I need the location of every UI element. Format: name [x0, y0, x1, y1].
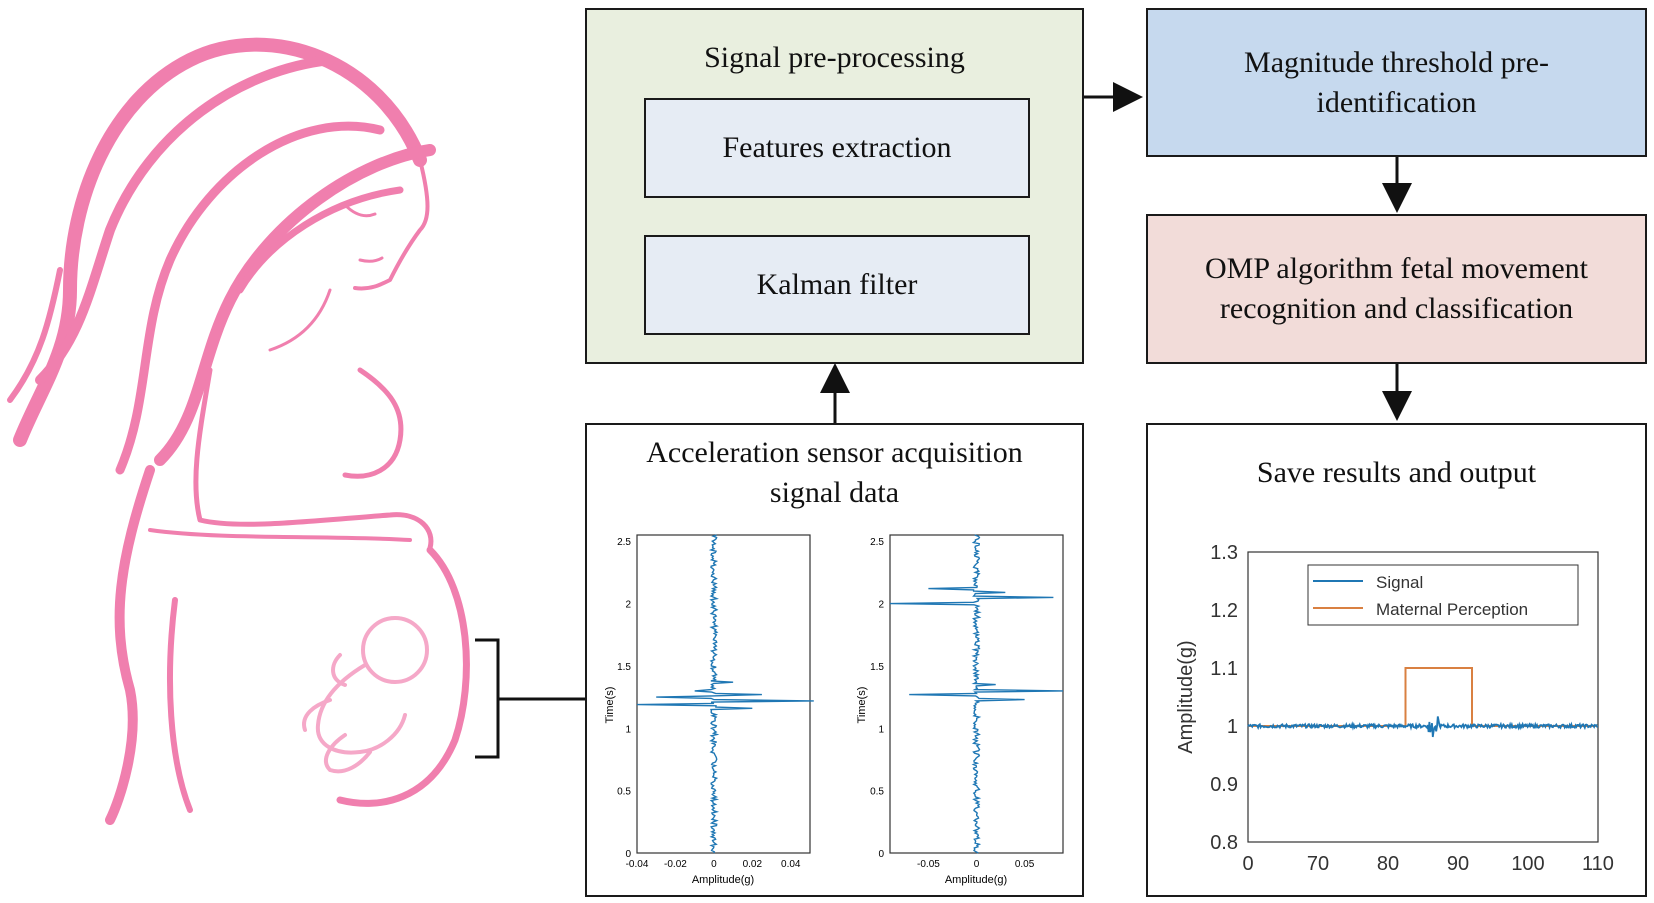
series-signal: [1247, 716, 1599, 738]
acquisition-plots: Time(s) Amplitude(g) -0.04 -0.02 0 0.02 0.04…: [604, 534, 1064, 886]
y-tick-label: 0: [878, 849, 884, 860]
output-title: Save results and output: [1256, 456, 1537, 489]
y-tick-label: 1.3: [1210, 542, 1238, 564]
plot-right-signal: [889, 534, 1064, 854]
y-tick-label: 0.5: [870, 787, 884, 798]
y-tick-label: 2: [625, 600, 631, 611]
x-tick-label: 0: [974, 859, 980, 870]
y-tick-label: 1.5: [617, 662, 631, 673]
plot-left-xlabel: Amplitude(g): [692, 874, 754, 886]
breast-outline: [342, 367, 404, 479]
y-tick-label: 0.9: [1210, 774, 1238, 796]
threshold-title: Magnitude threshold pre-identification: [1244, 45, 1549, 119]
y-tick-label: 0.5: [617, 787, 631, 798]
neck-line: [268, 288, 332, 352]
x-tick-label: -0.04: [626, 859, 649, 870]
omp-title: OMP algorithm fetal movement recognition…: [1205, 252, 1588, 325]
threshold-box: Magnitude threshold pre-identification: [1146, 8, 1647, 157]
y-tick-label: 1.5: [870, 662, 884, 673]
y-tick-label: 2.5: [617, 537, 631, 548]
plot-left-ylabel: Time(s): [604, 687, 616, 724]
preprocess-title: Signal pre-processing: [704, 41, 965, 74]
preprocess-box: Signal pre-processing Features extractio…: [585, 8, 1084, 364]
x-tick-label: 90: [1447, 853, 1469, 875]
hair-strand: [236, 186, 404, 294]
output-box: Save results and output Amplitude(g) 0 70…: [1146, 423, 1647, 897]
y-tick-label: 1.1: [1210, 658, 1238, 680]
belly-bracket: [475, 638, 500, 759]
hair-strand: [7, 267, 63, 403]
x-tick-label: 110: [1582, 853, 1614, 875]
x-tick-label: 0.04: [781, 859, 801, 870]
back-outline: [105, 465, 155, 825]
x-tick-label: 0: [1242, 853, 1253, 875]
x-tick-label: -0.02: [664, 859, 687, 870]
omp-box: OMP algorithm fetal movement recognition…: [1146, 214, 1647, 364]
legend: Signal Maternal Perception: [1307, 564, 1579, 626]
pregnant-woman-illustration: [7, 37, 470, 825]
y-tick-label: 1: [1227, 716, 1238, 738]
y-tick-label: 2.5: [870, 537, 884, 548]
features-extraction-label: Features extraction: [722, 131, 952, 164]
eye-lashes: [343, 203, 377, 218]
hair-strand: [115, 121, 385, 475]
acquisition-title: Acceleration sensor acquisition signal d…: [646, 436, 1023, 509]
y-tick-label: 2: [878, 600, 884, 611]
face-outline: [353, 158, 430, 291]
forearm-outline: [148, 528, 412, 542]
acceleration-plot-left: Time(s) Amplitude(g) -0.04 -0.02 0 0.02 0.04…: [604, 534, 814, 886]
lips: [358, 256, 384, 263]
belly-outline: [336, 546, 470, 807]
legend-maternal-perception: Maternal Perception: [1376, 600, 1528, 619]
hip-outline: [167, 597, 193, 813]
x-tick-label: 0.05: [1015, 859, 1035, 870]
x-tick-label: -0.05: [917, 859, 940, 870]
kalman-filter-label: Kalman filter: [756, 268, 918, 301]
hair-strand: [35, 55, 335, 385]
x-tick-label: 70: [1307, 853, 1329, 875]
kalman-filter-box: Kalman filter: [644, 235, 1030, 335]
hair-strand: [154, 144, 436, 466]
y-tick-label: 1.2: [1210, 600, 1238, 622]
acceleration-plot-right: Time(s) Amplitude(g) -0.05 0 0.05 0 0.5 1 1.5 2…: [856, 534, 1064, 886]
arm-outline: [193, 367, 434, 551]
plot-right-xlabel: Amplitude(g): [945, 874, 1007, 886]
output-ylabel: Amplitude(g): [1175, 640, 1197, 753]
x-tick-label: 0.02: [743, 859, 763, 870]
y-tick-label: 1: [625, 724, 631, 735]
plot-right-ylabel: Time(s): [856, 687, 868, 724]
features-extraction-box: Features extraction: [644, 98, 1030, 198]
x-tick-label: 100: [1511, 853, 1544, 875]
legend-signal: Signal: [1376, 573, 1423, 592]
acquisition-box: Acceleration sensor acquisition signal d…: [585, 423, 1084, 897]
output-chart: Amplitude(g) 0 70 80 90 100 110 0.8 0.9 1 1.1 1.2 1…: [1175, 542, 1614, 875]
x-tick-label: 0: [711, 859, 717, 870]
y-tick-label: 0.8: [1210, 832, 1238, 854]
y-tick-label: 1: [878, 724, 884, 735]
y-tick-label: 0: [625, 849, 631, 860]
x-tick-label: 80: [1377, 853, 1399, 875]
plot-left-signal: [636, 534, 814, 854]
fetus-icon: [302, 616, 429, 774]
